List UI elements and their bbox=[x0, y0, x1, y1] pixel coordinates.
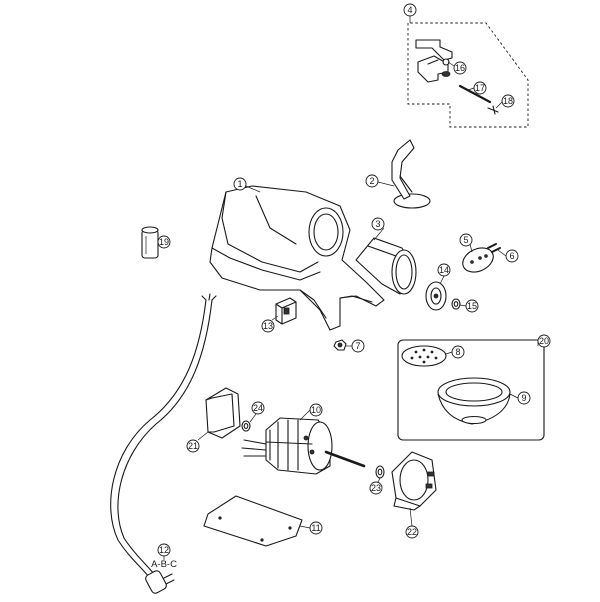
callout-18: 18 bbox=[501, 94, 515, 108]
callout-20: 20 bbox=[537, 334, 551, 348]
callout-10: 10 bbox=[309, 403, 323, 417]
part-10-motor bbox=[241, 417, 366, 475]
svg-text:15: 15 bbox=[467, 301, 477, 311]
part-6-pins bbox=[487, 243, 501, 253]
svg-text:18: 18 bbox=[503, 96, 513, 106]
callout-16: 16 bbox=[453, 61, 467, 75]
callout-6: 6 bbox=[505, 249, 519, 263]
svg-text:20: 20 bbox=[539, 336, 549, 346]
part-22-front-cap bbox=[391, 451, 437, 511]
part-7-nut bbox=[333, 339, 347, 351]
callout-17: 17 bbox=[473, 81, 487, 95]
callout-4: 4 bbox=[403, 3, 417, 17]
part-9-bowl bbox=[437, 377, 511, 425]
svg-text:10: 10 bbox=[311, 405, 321, 415]
svg-text:23: 23 bbox=[371, 483, 381, 493]
callout-21: 21 bbox=[186, 439, 200, 453]
svg-text:6: 6 bbox=[509, 251, 514, 261]
svg-text:17: 17 bbox=[475, 83, 485, 93]
leader-lines bbox=[158, 14, 539, 560]
svg-text:14: 14 bbox=[439, 265, 449, 275]
callout-24: 24 bbox=[251, 401, 265, 415]
part-12-variant-note: A-B-C bbox=[151, 559, 177, 570]
part-5-disc bbox=[462, 247, 494, 273]
svg-text:4: 4 bbox=[407, 5, 412, 15]
callout-8: 8 bbox=[451, 345, 465, 359]
svg-text:24: 24 bbox=[253, 403, 263, 413]
svg-text:11: 11 bbox=[311, 523, 320, 533]
svg-text:13: 13 bbox=[263, 321, 273, 331]
part-3-guard bbox=[355, 237, 417, 295]
part-12-power-cord bbox=[110, 293, 217, 594]
svg-text:19: 19 bbox=[159, 237, 169, 247]
svg-text:12: 12 bbox=[159, 545, 169, 555]
svg-text:16: 16 bbox=[455, 63, 465, 73]
part-13-switch bbox=[275, 297, 297, 325]
callout-19: 19 bbox=[157, 235, 171, 249]
part-24-washer bbox=[241, 420, 251, 432]
callout-22: 22 bbox=[405, 525, 419, 539]
callout-1: 1 bbox=[233, 177, 247, 191]
callout-12: 12 bbox=[157, 543, 171, 557]
svg-text:2: 2 bbox=[369, 176, 374, 186]
svg-text:8: 8 bbox=[455, 347, 460, 357]
svg-text:22: 22 bbox=[407, 527, 417, 537]
callout-23: 23 bbox=[369, 481, 383, 495]
part-14-hub bbox=[425, 281, 447, 311]
kit-20-group bbox=[397, 339, 545, 441]
part-15-washer bbox=[451, 298, 461, 310]
svg-text:21: 21 bbox=[188, 441, 198, 451]
svg-text:5: 5 bbox=[463, 235, 468, 245]
callout-3: 3 bbox=[371, 217, 385, 231]
callout-5: 5 bbox=[459, 233, 473, 247]
callout-15: 15 bbox=[465, 299, 479, 313]
part-2-lever bbox=[391, 139, 431, 209]
callout-13: 13 bbox=[261, 319, 275, 333]
svg-text:1: 1 bbox=[237, 179, 242, 189]
svg-text:9: 9 bbox=[521, 393, 526, 403]
svg-text:7: 7 bbox=[355, 341, 360, 351]
callout-2: 2 bbox=[365, 174, 379, 188]
callout-11: 11 bbox=[309, 521, 323, 535]
part-21-rear-shield bbox=[205, 387, 241, 439]
callout-14: 14 bbox=[437, 263, 451, 277]
part-23-washer bbox=[375, 465, 385, 479]
callout-9: 9 bbox=[517, 391, 531, 405]
part-1-housing bbox=[209, 185, 385, 331]
part-11-gasket bbox=[203, 495, 303, 547]
part-19-capacitor bbox=[141, 226, 159, 259]
callout-7: 7 bbox=[351, 339, 365, 353]
svg-text:3: 3 bbox=[375, 219, 380, 229]
part-8-sieve bbox=[401, 345, 447, 367]
kit-4-group bbox=[407, 22, 529, 128]
